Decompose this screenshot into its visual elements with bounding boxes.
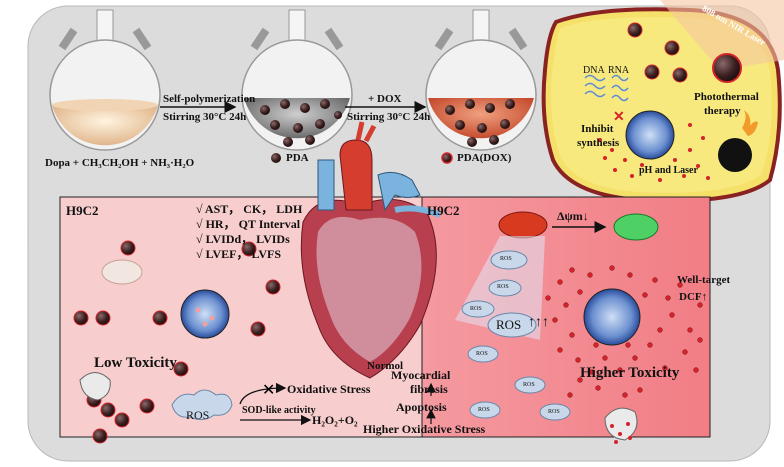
myocardial-label: Myocardial [391, 368, 451, 382]
higher-toxicity-label: Higher Toxicity [580, 365, 680, 381]
marker-2: √ HR， QT Interval [196, 217, 301, 231]
ros-small-7: ROS [548, 409, 560, 415]
ros-cloud-left [171, 389, 233, 421]
oxidative-stress-label: Oxidative Stress [287, 382, 371, 396]
pdadox-particle-icon [441, 152, 453, 164]
flask2-label: PDA [286, 152, 309, 164]
endosome-left [180, 289, 230, 339]
ros-small-4: ROS [476, 351, 488, 357]
sod-label: SOD-like activity [242, 405, 316, 416]
synthesis-label: synthesis [577, 137, 620, 149]
flask3-label: PDA(DOX) [457, 152, 512, 164]
ros-small-1: ROS [500, 256, 512, 262]
mitochondrion-healthy [101, 259, 143, 285]
cell-diagram: ✕ [541, 0, 784, 203]
flask-3 [425, 9, 537, 151]
blocked-mark: ✕ [262, 382, 275, 399]
low-toxicity-label: Low Toxicity [94, 355, 177, 371]
product-label: H₂O₂+O₂ [312, 413, 358, 427]
endosome-right [583, 288, 641, 346]
delta-psi-label: Δψm↓ [557, 209, 589, 223]
fibrosis-label: fibrosis [410, 382, 448, 396]
ros-small-2: ROS [497, 284, 509, 290]
left-panel-title: H9C2 [66, 203, 99, 218]
ros-small-5: ROS [478, 407, 490, 413]
marker-3: √ LVIDd， LVIDs [196, 232, 290, 246]
mitochondrion-green [613, 213, 659, 241]
inhibit-label: Inhibit [581, 123, 614, 135]
left-nanoparticles [73, 240, 281, 444]
apoptosis-label: Apoptosis [396, 400, 447, 414]
dcf-label: DCF↑ [679, 291, 708, 303]
higher-oxidative-label: Higher Oxidative Stress [363, 422, 486, 436]
rna-label: RNA [608, 65, 630, 76]
flask1-label: Dopa + CH₃CH₂OH + NH₃·H₂O [45, 157, 195, 169]
normol-label: Normol [367, 360, 404, 372]
ros-small-3: ROS [470, 306, 482, 312]
arrow1-bottom-label: Stirring 30°C 24h [163, 111, 247, 123]
marker-1: √ AST， CK， LDH [196, 202, 303, 216]
svg-text:✕: ✕ [613, 108, 625, 124]
marker-4: √ LVEF， LVFS [196, 247, 282, 261]
dna-label: DNA [583, 65, 605, 76]
ros-left-label: ROS [186, 408, 210, 422]
flask-2 [241, 9, 353, 151]
mitochondrion-damaged [498, 211, 548, 239]
arrow-oxidative [239, 382, 287, 405]
arrow2-top-label: + DOX [368, 93, 402, 105]
ros-clouds-right [461, 250, 571, 421]
dox-scatter [545, 265, 703, 398]
ph-laser-label: pH and Laser [639, 165, 698, 176]
uptake-cell-left [79, 372, 111, 401]
flask-1 [49, 9, 161, 151]
ros-big-label: ROS [496, 317, 522, 332]
right-panel-title: H9C2 [427, 203, 460, 218]
well-target-label: Well-target [677, 274, 731, 286]
ros-small-6: ROS [523, 382, 535, 388]
cell-release-right [604, 407, 638, 441]
arrow1-top-label: Self-polymerization [163, 93, 256, 105]
therapy-label: therapy [704, 105, 741, 117]
photothermal-label: Photothermal [694, 91, 759, 103]
ros-up-arrows-icon: ↑↑↑ [528, 315, 549, 330]
arrow2-bottom-label: Stirring 30°C 24h [347, 111, 431, 123]
heart-illustration [300, 121, 442, 379]
pda-particle-icon [271, 153, 281, 163]
